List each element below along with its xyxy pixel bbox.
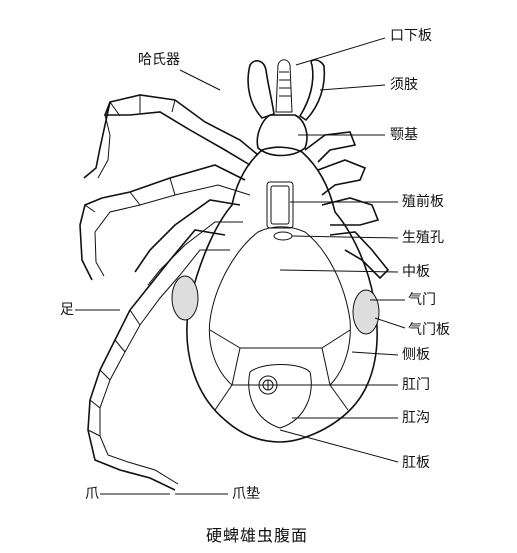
label-anal-plate: 肛板 (402, 455, 430, 471)
idiosoma (171, 146, 380, 443)
label-leg: 足 (60, 302, 74, 318)
label-basis-capituli: 颚基 (390, 127, 418, 143)
label-pulvillus: 爪垫 (232, 486, 260, 502)
label-claw: 爪 (85, 486, 99, 502)
label-spiracular-plate: 气门板 (408, 322, 450, 338)
label-pregenital-plate: 殖前板 (402, 194, 444, 210)
label-spiracle: 气门 (408, 292, 436, 308)
label-anus: 肛门 (402, 377, 430, 393)
label-median-plate: 中板 (402, 264, 430, 280)
figure-caption: 硬蜱雄虫腹面 (206, 526, 309, 545)
label-palp: 须肢 (390, 77, 418, 93)
label-anal-groove: 肛沟 (402, 410, 430, 426)
label-genital-pore: 生殖孔 (402, 230, 444, 246)
gnathosoma (247, 59, 326, 157)
legs (79, 94, 390, 491)
label-lateral-plate: 侧板 (402, 347, 430, 363)
label-hypostome: 口下板 (390, 28, 432, 44)
label-hallers-organ: 哈氏器 (138, 52, 180, 68)
leader-lines (75, 37, 406, 495)
